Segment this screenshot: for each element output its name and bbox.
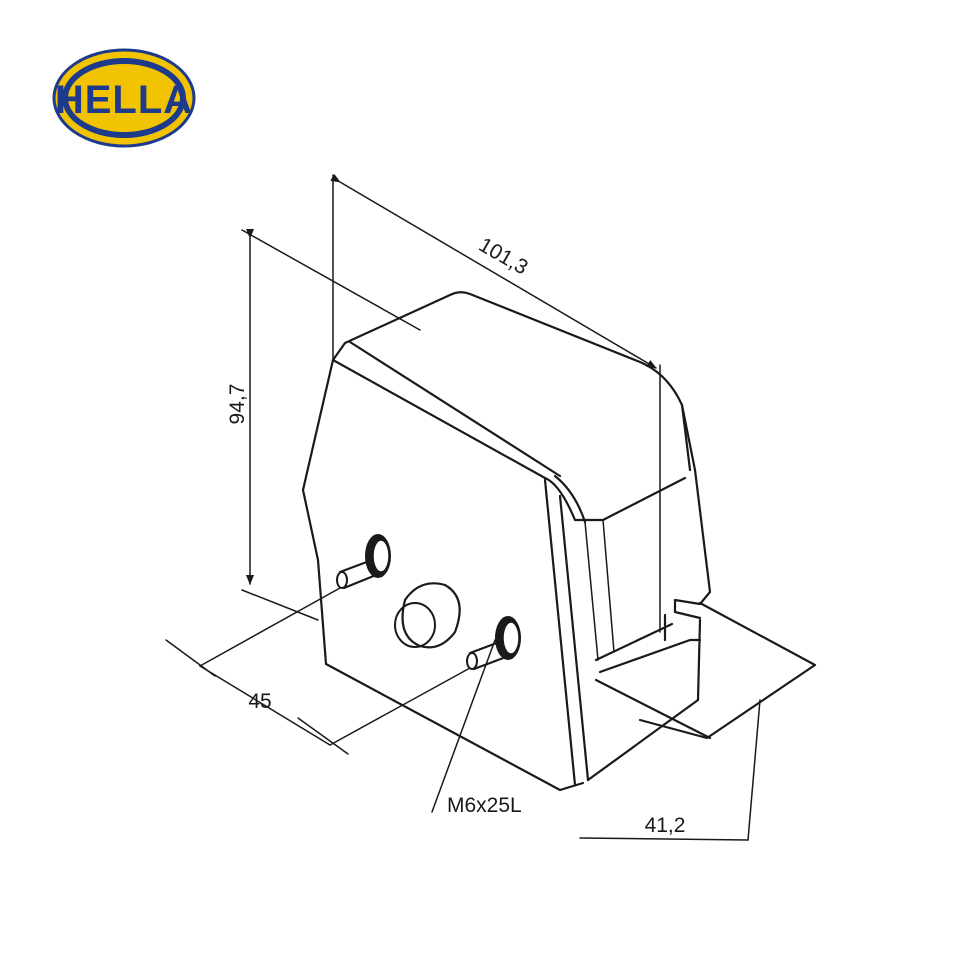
bolt-callout-label: M6x25L xyxy=(447,794,522,817)
dimension-bolt-spacing-label: 45 xyxy=(248,690,271,713)
dimension-depth: 41,2 xyxy=(579,699,761,841)
bolt-callout: M6x25L xyxy=(431,639,522,817)
dimension-depth-label: 41,2 xyxy=(645,814,686,837)
dimension-length-label: 101,3 xyxy=(475,233,532,279)
lamp-housing xyxy=(301,291,712,792)
hella-logo: HELLA xyxy=(52,48,196,148)
bolts xyxy=(336,534,521,671)
dimension-bolt-spacing: 45 xyxy=(165,587,471,755)
dimension-height-label: 94,7 xyxy=(226,384,249,425)
logo-text: HELLA xyxy=(55,78,193,122)
dimension-height: 94,7 xyxy=(226,229,421,621)
mounting-plate xyxy=(594,601,817,740)
